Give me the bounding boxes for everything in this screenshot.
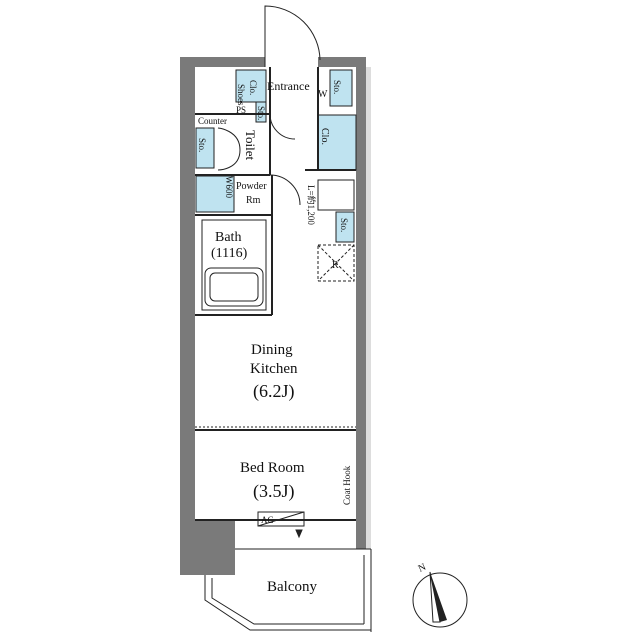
compass [412, 571, 468, 628]
sto-entrance-box [255, 101, 267, 123]
powder-sink-box [195, 175, 235, 213]
shoes-clo-box [235, 69, 267, 103]
partitions [195, 67, 356, 521]
label-l-dim: L=約1,200 [306, 185, 317, 225]
label-clo: Clo. [319, 128, 330, 145]
label-shoes: Shoes [236, 84, 246, 106]
left-wall [180, 57, 195, 575]
sto-kitchen-box [335, 211, 355, 243]
label-dining-size: (6.2J) [253, 381, 295, 402]
label-dining: Dining [251, 342, 293, 358]
label-sto-kitchen: Sto. [339, 218, 349, 232]
label-w: W [318, 89, 328, 100]
label-powder: Powder [236, 181, 267, 192]
right-wall-thin [366, 67, 371, 549]
sto-toilet-box [195, 127, 215, 169]
entrance-door [264, 5, 321, 67]
label-sto-right-top: Sto. [332, 80, 342, 94]
right-wall [356, 57, 366, 549]
label-balcony: Balcony [267, 579, 317, 595]
details [195, 113, 356, 539]
label-r: R [332, 260, 339, 271]
label-sto-toilet: Sto. [197, 138, 207, 152]
sto-right-top-box [329, 69, 353, 107]
label-entrance: Entrance [267, 79, 310, 93]
label-ps: PS [236, 105, 246, 115]
label-compass-n: N [417, 562, 428, 575]
label-ac: AC [261, 515, 274, 525]
label-bath: Bath [215, 230, 241, 245]
label-bedroom: Bed Room [240, 460, 305, 476]
label-bath-size: (1116) [211, 246, 248, 261]
label-powder-rm: Rm [246, 195, 261, 206]
label-bedroom-size: (3.5J) [253, 481, 295, 502]
label-w600: W600 [224, 176, 234, 198]
label-toilet: Toilet [243, 130, 258, 161]
top-wall-right [318, 57, 363, 67]
left-wall-bottom [180, 520, 235, 575]
label-shoes-clo: Clo. [248, 80, 258, 95]
top-wall [180, 57, 265, 67]
label-coat-hook: Coat Hook [342, 465, 352, 505]
label-sto-entrance: Sto. [256, 106, 266, 120]
balcony-outline [204, 548, 372, 632]
label-counter: Counter [198, 116, 227, 126]
label-kitchen: Kitchen [250, 361, 298, 377]
